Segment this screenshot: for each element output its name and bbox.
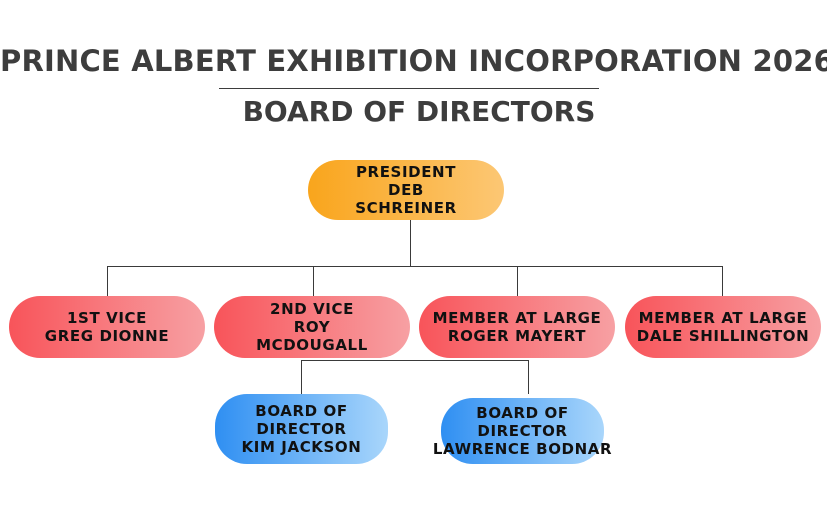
node-member-roger: MEMBER AT LARGE ROGER MAYERT bbox=[419, 296, 615, 358]
page-subtitle: BOARD OF DIRECTORS bbox=[242, 95, 596, 128]
node-board-kim: BOARD OF DIRECTOR KIM JACKSON bbox=[215, 394, 388, 464]
connector-tier2-horizontal bbox=[107, 266, 723, 267]
node-1st-vice-role: 1ST VICE bbox=[67, 309, 147, 327]
node-1st-vice: 1ST VICE GREG DIONNE bbox=[9, 296, 205, 358]
page-title: PRINCE ALBERT EXHIBITION INCORPORATION 2… bbox=[0, 44, 827, 78]
node-member-roger-role: MEMBER AT LARGE bbox=[432, 309, 602, 327]
node-board-kim-name: KIM JACKSON bbox=[241, 438, 362, 456]
node-2nd-vice-name-last: MCDOUGALL bbox=[256, 336, 368, 354]
connector-to-kim bbox=[301, 360, 302, 394]
node-board-lawrence-name: LAWRENCE BODNAR bbox=[432, 440, 613, 458]
node-2nd-vice-role: 2ND VICE bbox=[270, 300, 354, 318]
node-member-dale: MEMBER AT LARGE DALE SHILLINGTON bbox=[625, 296, 821, 358]
node-president-role: PRESIDENT bbox=[355, 163, 457, 181]
node-member-dale-name: DALE SHILLINGTON bbox=[636, 327, 810, 345]
node-2nd-vice: 2ND VICE ROY MCDOUGALL bbox=[214, 296, 410, 358]
connector-tier3-horizontal bbox=[301, 360, 529, 361]
node-president-name-first: DEB bbox=[388, 181, 424, 199]
title-divider bbox=[219, 88, 599, 89]
node-board-lawrence: BOARD OF DIRECTOR LAWRENCE BODNAR bbox=[433, 398, 612, 464]
node-2nd-vice-name-first: ROY bbox=[293, 318, 331, 336]
node-president: PRESIDENT DEB SCHREINER bbox=[308, 160, 504, 220]
node-member-dale-role: MEMBER AT LARGE bbox=[638, 309, 808, 327]
node-board-lawrence-line2: DIRECTOR bbox=[477, 422, 568, 440]
connector-president-down bbox=[410, 220, 411, 266]
connector-to-lawrence bbox=[528, 360, 529, 394]
node-1st-vice-name: GREG DIONNE bbox=[44, 327, 170, 345]
connector-to-2nd-vice bbox=[313, 266, 314, 296]
node-president-name-last: SCHREINER bbox=[355, 199, 457, 217]
node-board-kim-line1: BOARD OF bbox=[255, 402, 348, 420]
node-board-lawrence-line1: BOARD OF bbox=[476, 404, 569, 422]
node-board-kim-line2: DIRECTOR bbox=[256, 420, 347, 438]
node-member-roger-name: ROGER MAYERT bbox=[447, 327, 587, 345]
